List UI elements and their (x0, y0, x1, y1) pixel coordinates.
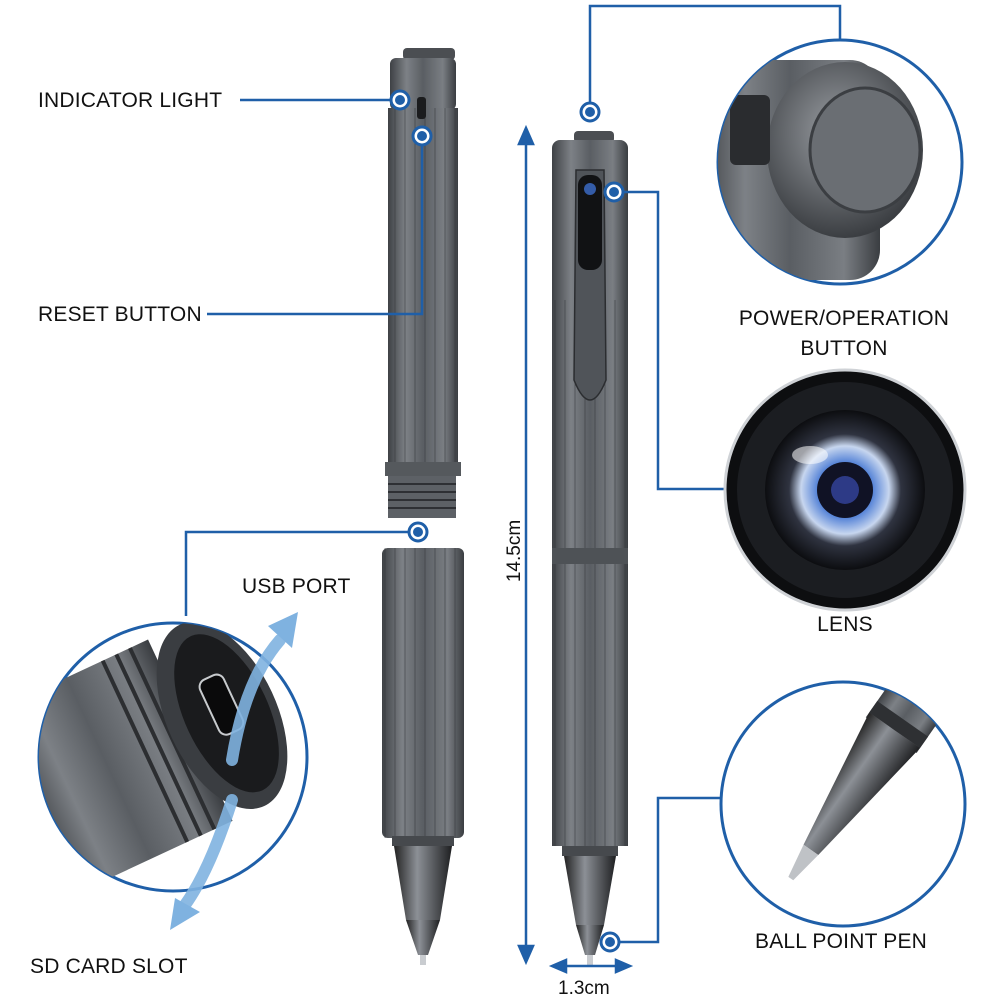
power-button-detail (716, 38, 964, 286)
usb-port-label: USB PORT (242, 575, 351, 598)
lens-detail (723, 368, 967, 612)
ball-point-detail (719, 680, 967, 928)
callout-dots (389, 89, 625, 953)
ball-point-pen-label: BALL POINT PEN (755, 930, 928, 953)
sd-card-slot-label: SD CARD SLOT (30, 955, 188, 978)
reset-button-label: RESET BUTTON (38, 303, 202, 326)
callout-lines (184, 4, 842, 944)
power-button-label-line2: BUTTON (800, 337, 888, 360)
pen-lower-section (382, 548, 464, 965)
power-button-label-line1: POWER/OPERATION (738, 307, 950, 330)
width-dimension-label: 1.3cm (558, 978, 610, 999)
dimension-arrows (517, 124, 634, 974)
indicator-light-label: INDICATOR LIGHT (38, 89, 223, 112)
length-dimension-label: 14.5cm (504, 519, 526, 583)
lens-label: LENS (817, 613, 873, 636)
usb-sd-detail (37, 612, 309, 930)
pen-assembled (552, 131, 628, 965)
